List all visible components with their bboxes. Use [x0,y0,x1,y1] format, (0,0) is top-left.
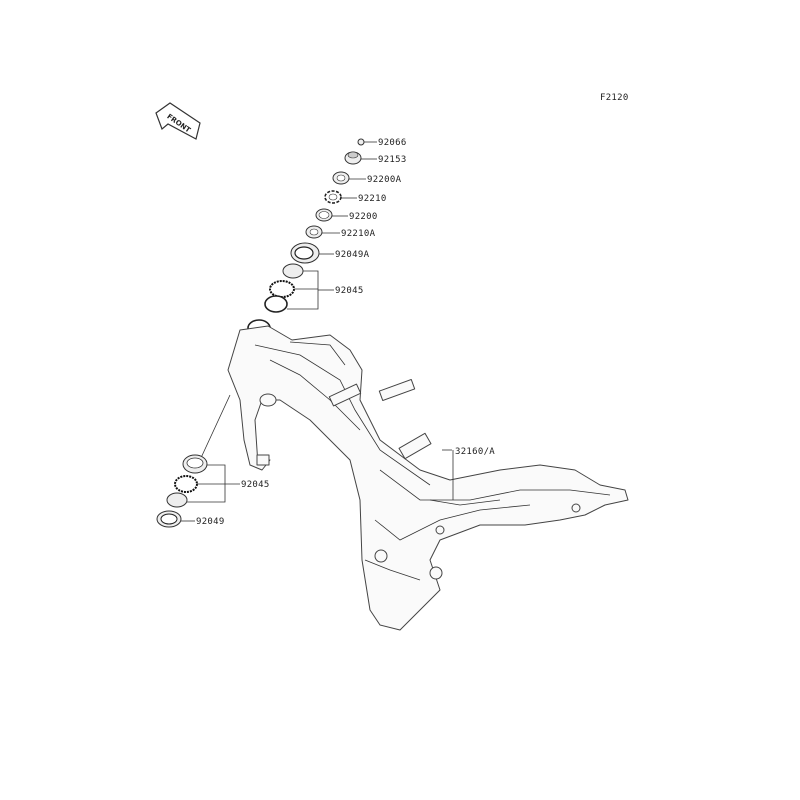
part-number: 92200 [349,212,378,222]
part-number: 32160/A [455,447,495,457]
part-92200[interactable]: 92200 [315,208,378,222]
part-92045-lower[interactable]: 92045 [166,394,270,508]
part-number: 92049A [335,250,370,260]
part-number: 92153 [378,155,407,165]
figure-code: F2120 [600,93,629,103]
part-number: 92200A [367,175,402,185]
part-number: 92210 [358,194,387,204]
part-92045-upper[interactable]: 92045 [264,263,364,313]
part-number: 92210A [341,229,376,239]
part-number: 92045 [241,480,270,490]
part-92210A[interactable]: 92210A [305,225,376,239]
part-number: 92049 [196,517,225,527]
part-92049[interactable]: 92049 [156,510,225,528]
part-number: 92066 [378,138,407,148]
part-92210[interactable]: 92210 [324,190,387,204]
part-number: 92045 [335,286,364,296]
front-arrow-icon: FRONT [155,102,201,140]
frame-32160[interactable]: 32160/A [227,319,629,631]
part-92153[interactable]: 92153 [344,151,407,165]
part-92066[interactable]: 92066 [357,138,407,148]
part-92200A[interactable]: 92200A [332,171,402,185]
part-92049A[interactable]: 92049A [290,242,370,264]
